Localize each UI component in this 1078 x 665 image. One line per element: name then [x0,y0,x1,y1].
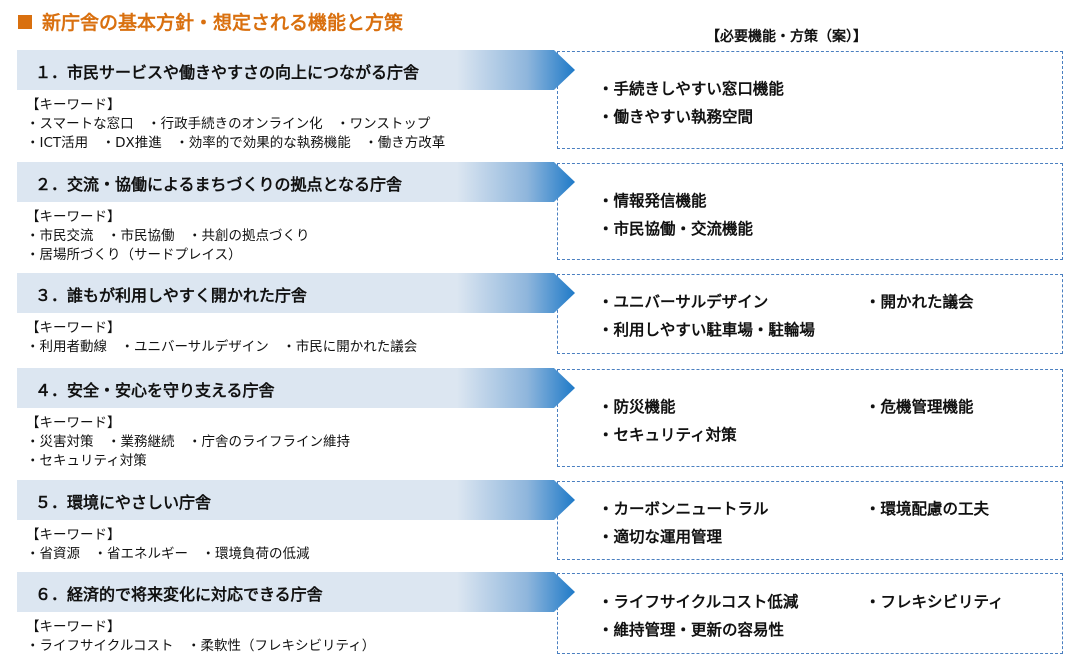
keyword-label: 【キーワード】 [26,415,121,431]
keyword-list: 【キーワード】・利用者動線 ・ユニバーサルデザイン ・市民に開かれた議会 [26,319,417,357]
keyword-label: 【キーワード】 [26,320,121,336]
measure-item: ・情報発信機能 [598,192,707,210]
measure-item: ・環境配慮の工夫 [865,500,990,518]
policy-heading: １．市民サービスや働きやすさの向上につながる庁舎 [35,63,420,82]
measure-item: ・維持管理・更新の容易性 [598,621,785,639]
keyword-line: ・ライフサイクルコスト ・柔軟性（フレキシビリティ） [26,638,376,654]
keyword-line: ・ICT活用 ・DX推進 ・効率的で効果的な執務機能 ・働き方改革 [26,135,446,151]
policy-heading: ５．環境にやさしい庁舎 [35,493,212,512]
policy-banner: ６．経済的で将来変化に対応できる庁舎 [17,572,575,612]
policy-heading: ４．安全・安心を守り支える庁舎 [35,381,275,400]
keyword-list: 【キーワード】・災害対策 ・業務継続 ・庁舎のライフライン維持・セキュリティ対策 [26,414,350,471]
square-bullet-icon [18,14,32,29]
measure-item: ・利用しやすい駐車場・駐輪場 [598,321,815,339]
keyword-list: 【キーワード】・ライフサイクルコスト ・柔軟性（フレキシビリティ） [26,618,375,656]
keyword-label: 【キーワード】 [26,209,121,225]
policy-banner: ５．環境にやさしい庁舎 [17,480,575,520]
measure-item: ・セキュリティ対策 [598,426,737,444]
keyword-line: ・利用者動線 ・ユニバーサルデザイン ・市民に開かれた議会 [26,339,418,355]
keyword-label: 【キーワード】 [26,527,121,543]
measure-item: ・適切な運用管理 [598,528,723,546]
keyword-line: ・災害対策 ・業務継続 ・庁舎のライフライン維持 [26,434,350,450]
title-text: 新庁舎の基本方針・想定される機能と方策 [42,12,404,34]
page-title: 新庁舎の基本方針・想定される機能と方策 [18,8,403,35]
policy-banner: ４．安全・安心を守り支える庁舎 [17,368,575,408]
policy-heading: ３．誰もが利用しやすく開かれた庁舎 [35,286,307,305]
measure-item: ・市民協働・交流機能 [598,220,754,238]
measure-item: ・働きやすい執務空間 [598,108,754,126]
keyword-line: ・居場所づくり（サードプレイス） [26,247,242,263]
measures-box [557,369,1063,467]
keyword-line: ・市民交流 ・市民協働 ・共創の拠点づくり [26,228,310,244]
keyword-label: 【キーワード】 [26,97,121,113]
measures-box [557,51,1063,149]
measure-item: ・危機管理機能 [865,398,974,416]
keyword-list: 【キーワード】・スマートな窓口 ・行政手続きのオンライン化 ・ワンストップ・IC… [26,96,445,153]
measure-item: ・開かれた議会 [865,293,974,311]
measure-item: ・手続きしやすい窓口機能 [598,80,784,98]
keyword-list: 【キーワード】・省資源 ・省エネルギー ・環境負荷の低減 [26,526,310,564]
required-functions-header: 【必要機能・方策（案）】 [706,29,867,45]
keyword-line: ・セキュリティ対策 [26,453,147,469]
policy-heading: ２．交流・協働によるまちづくりの拠点となる庁舎 [35,175,403,194]
measure-item: ・ライフサイクルコスト低減 [598,593,799,611]
measures-box [557,163,1063,260]
measures-box [557,481,1063,560]
policy-banner: ３．誰もが利用しやすく開かれた庁舎 [17,273,575,313]
measures-box [557,573,1063,654]
measure-item: ・防災機能 [598,398,676,416]
keyword-line: ・省資源 ・省エネルギー ・環境負荷の低減 [26,546,310,562]
measure-item: ・フレキシビリティ [865,593,1004,611]
policy-banner: ２．交流・協働によるまちづくりの拠点となる庁舎 [17,162,575,202]
measure-item: ・ユニバーサルデザイン [598,293,769,311]
keyword-list: 【キーワード】・市民交流 ・市民協働 ・共創の拠点づくり・居場所づくり（サードプ… [26,208,310,265]
keyword-line: ・スマートな窓口 ・行政手続きのオンライン化 ・ワンストップ [26,116,431,132]
measures-box [557,274,1063,354]
keyword-label: 【キーワード】 [26,619,121,635]
measure-item: ・カーボンニュートラル [598,500,769,518]
policy-heading: ６．経済的で将来変化に対応できる庁舎 [35,585,323,604]
policy-banner: １．市民サービスや働きやすさの向上につながる庁舎 [17,50,575,90]
